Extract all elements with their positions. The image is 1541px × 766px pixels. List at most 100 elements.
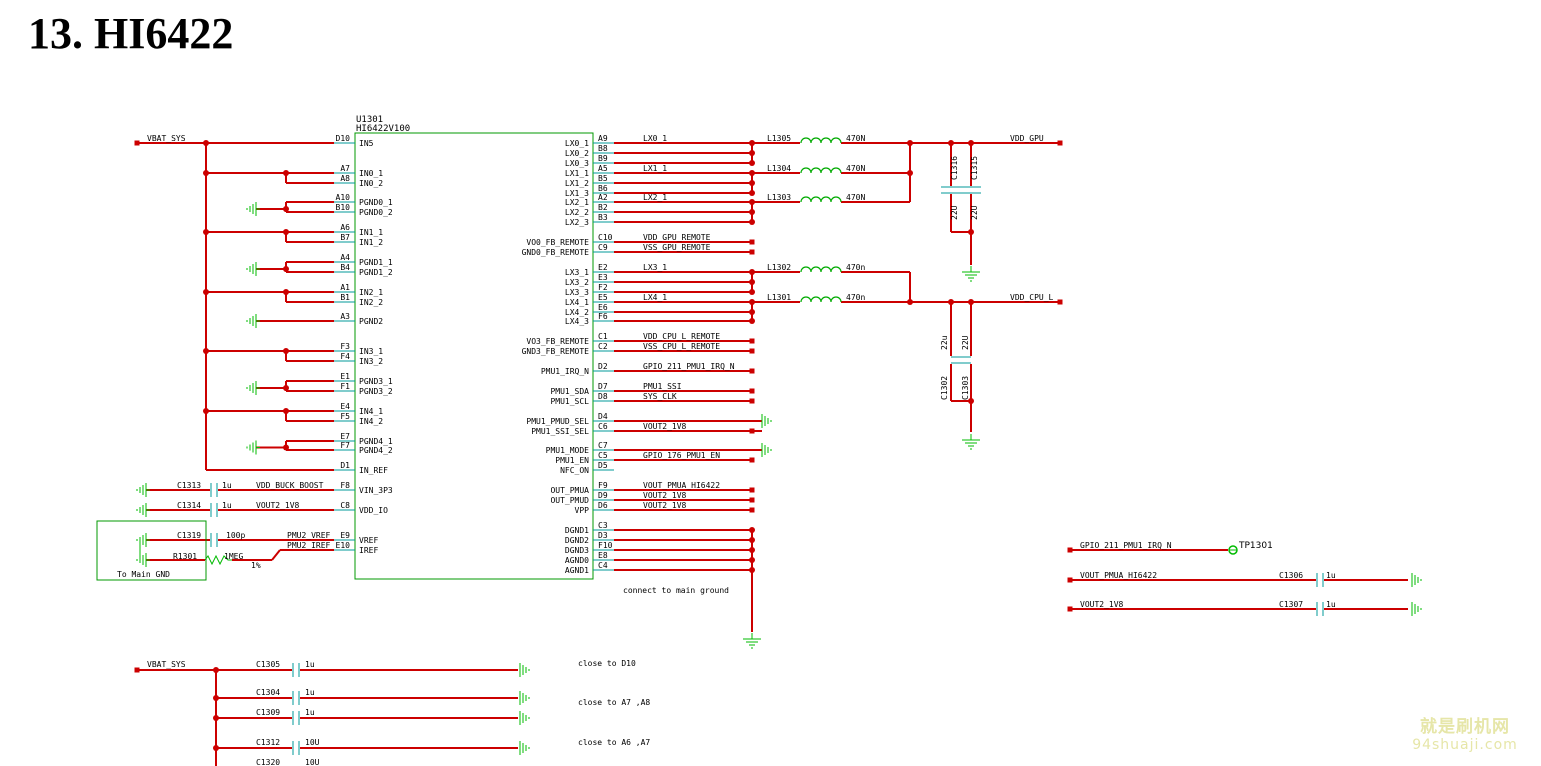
pin-name: PGND4_1 (359, 437, 393, 446)
pin-number: E8 (598, 551, 608, 560)
cap-c1303-ref: C1303 (961, 376, 970, 400)
cap-value: 10U (305, 738, 320, 747)
junction-dot (948, 140, 954, 146)
pin-name: NFC_ON (560, 466, 589, 475)
pin-name: AGND0 (565, 556, 589, 565)
right-pin-group: A9LX0_1B8LX0_2B9LX0_3A5LX1_1B5LX1_2B6LX1… (522, 134, 614, 575)
pin-number: A10 (336, 193, 351, 202)
c1319-net: PMU2_VREF (287, 531, 331, 540)
inductor-icon (800, 137, 842, 144)
pin-name: LX4_3 (565, 317, 589, 326)
ground-icon (743, 633, 761, 649)
ground-icon (246, 314, 260, 328)
chip-body (354, 132, 594, 580)
wire-group (137, 142, 1408, 766)
resistor-icon (204, 554, 232, 566)
pin-number: D6 (598, 501, 608, 510)
junction-dot (749, 309, 755, 315)
port-square (134, 667, 140, 673)
pin-name: IN3_2 (359, 357, 383, 366)
pin-name: IN4_2 (359, 417, 383, 426)
cap-ref: C1309 (256, 708, 280, 717)
junction-dot (749, 318, 755, 324)
r1301-ref: R1301 (173, 552, 197, 561)
c1319-value: 100p (226, 531, 245, 540)
inductor-value: 470n (846, 263, 865, 272)
ground-icon (519, 663, 530, 677)
junction-dot (283, 170, 289, 176)
ground-icon (136, 503, 150, 517)
pin-name: IN_REF (359, 466, 388, 475)
wire (271, 549, 281, 561)
pin-name: IN4_1 (359, 407, 383, 416)
rail-gpu-label: VDD_GPU (1010, 134, 1044, 143)
pin-number: F1 (340, 382, 350, 391)
junction-dot (283, 348, 289, 354)
inductor-ref: L1303 (767, 193, 791, 202)
ground-icon (246, 381, 260, 395)
pin-name: LX3_3 (565, 288, 589, 297)
ground-icon (246, 262, 260, 276)
port-square (749, 388, 755, 394)
net-label: PMU1_SSI (643, 382, 682, 391)
port-square (749, 239, 755, 245)
ground-icon (761, 443, 772, 457)
pin-number: C3 (598, 521, 608, 530)
inductor-coil (800, 296, 842, 303)
pin-number: F2 (598, 283, 608, 292)
pin-name: PMU1_IRQ_N (541, 367, 589, 376)
ground-icon (246, 440, 260, 455)
tp-ref: TP1301 (1238, 541, 1273, 551)
inductor-value: 470N (846, 164, 865, 173)
ground-icon (962, 434, 980, 450)
pin-name: IN3_1 (359, 347, 383, 356)
cap-value: 1u (305, 708, 315, 717)
port-square (749, 428, 755, 434)
port-square (134, 140, 140, 146)
net-label: VOUT2_1V8 (643, 501, 687, 510)
pin-name: IN2_2 (359, 298, 383, 307)
capacitor-icon (951, 356, 971, 364)
pin-number: D8 (598, 392, 608, 401)
inductor-ref: L1304 (767, 164, 791, 173)
net-label: SYS_CLK (643, 392, 677, 401)
pin-name: LX2_2 (565, 208, 589, 217)
capacitor-icon (292, 663, 300, 677)
pin-name: PGND3_2 (359, 387, 393, 396)
pin-number: B10 (336, 203, 351, 212)
pin-number: F6 (598, 312, 608, 321)
junction-dot (213, 695, 219, 701)
ground-icon (136, 533, 150, 547)
pin-number: C4 (598, 561, 608, 570)
pin-name: DGND2 (565, 536, 589, 545)
pin-name: PMU1_SDA (550, 387, 589, 396)
pin-name: DGND3 (565, 546, 589, 555)
pin-name: PGND0_1 (359, 198, 393, 207)
net-label: VDD_GPU_REMOTE (643, 233, 711, 242)
watermark: 就是刷机网 94shuaji.com (1395, 712, 1535, 753)
port-square (749, 398, 755, 404)
junction-dot (749, 190, 755, 196)
pin-number: A4 (340, 253, 350, 262)
pin-number: E10 (336, 541, 351, 550)
pin-number: C9 (598, 243, 608, 252)
cap-c1303-value: 22U (961, 335, 970, 350)
r1301-value: 1MEG (224, 552, 243, 561)
pin-number: A1 (340, 283, 350, 292)
cap-value: 1u (305, 688, 315, 697)
junction-dot (283, 444, 289, 451)
junction-dot (749, 289, 755, 295)
page-title: 13. HI6422 (28, 9, 234, 58)
main-gnd-label: To Main GND (117, 570, 170, 579)
inductor-ref: L1305 (767, 134, 791, 143)
placement-note: close to D10 (578, 659, 636, 668)
net-label: VDD_CPU_L_REMOTE (643, 332, 720, 341)
pin-name: IN1_1 (359, 228, 383, 237)
c1319-ref: C1319 (177, 531, 201, 540)
pin-number: A5 (598, 164, 608, 173)
junction-dot (203, 140, 209, 146)
pin-name: LX0_3 (565, 159, 589, 168)
junction-dot (749, 140, 755, 146)
pin-number: D4 (598, 412, 608, 421)
